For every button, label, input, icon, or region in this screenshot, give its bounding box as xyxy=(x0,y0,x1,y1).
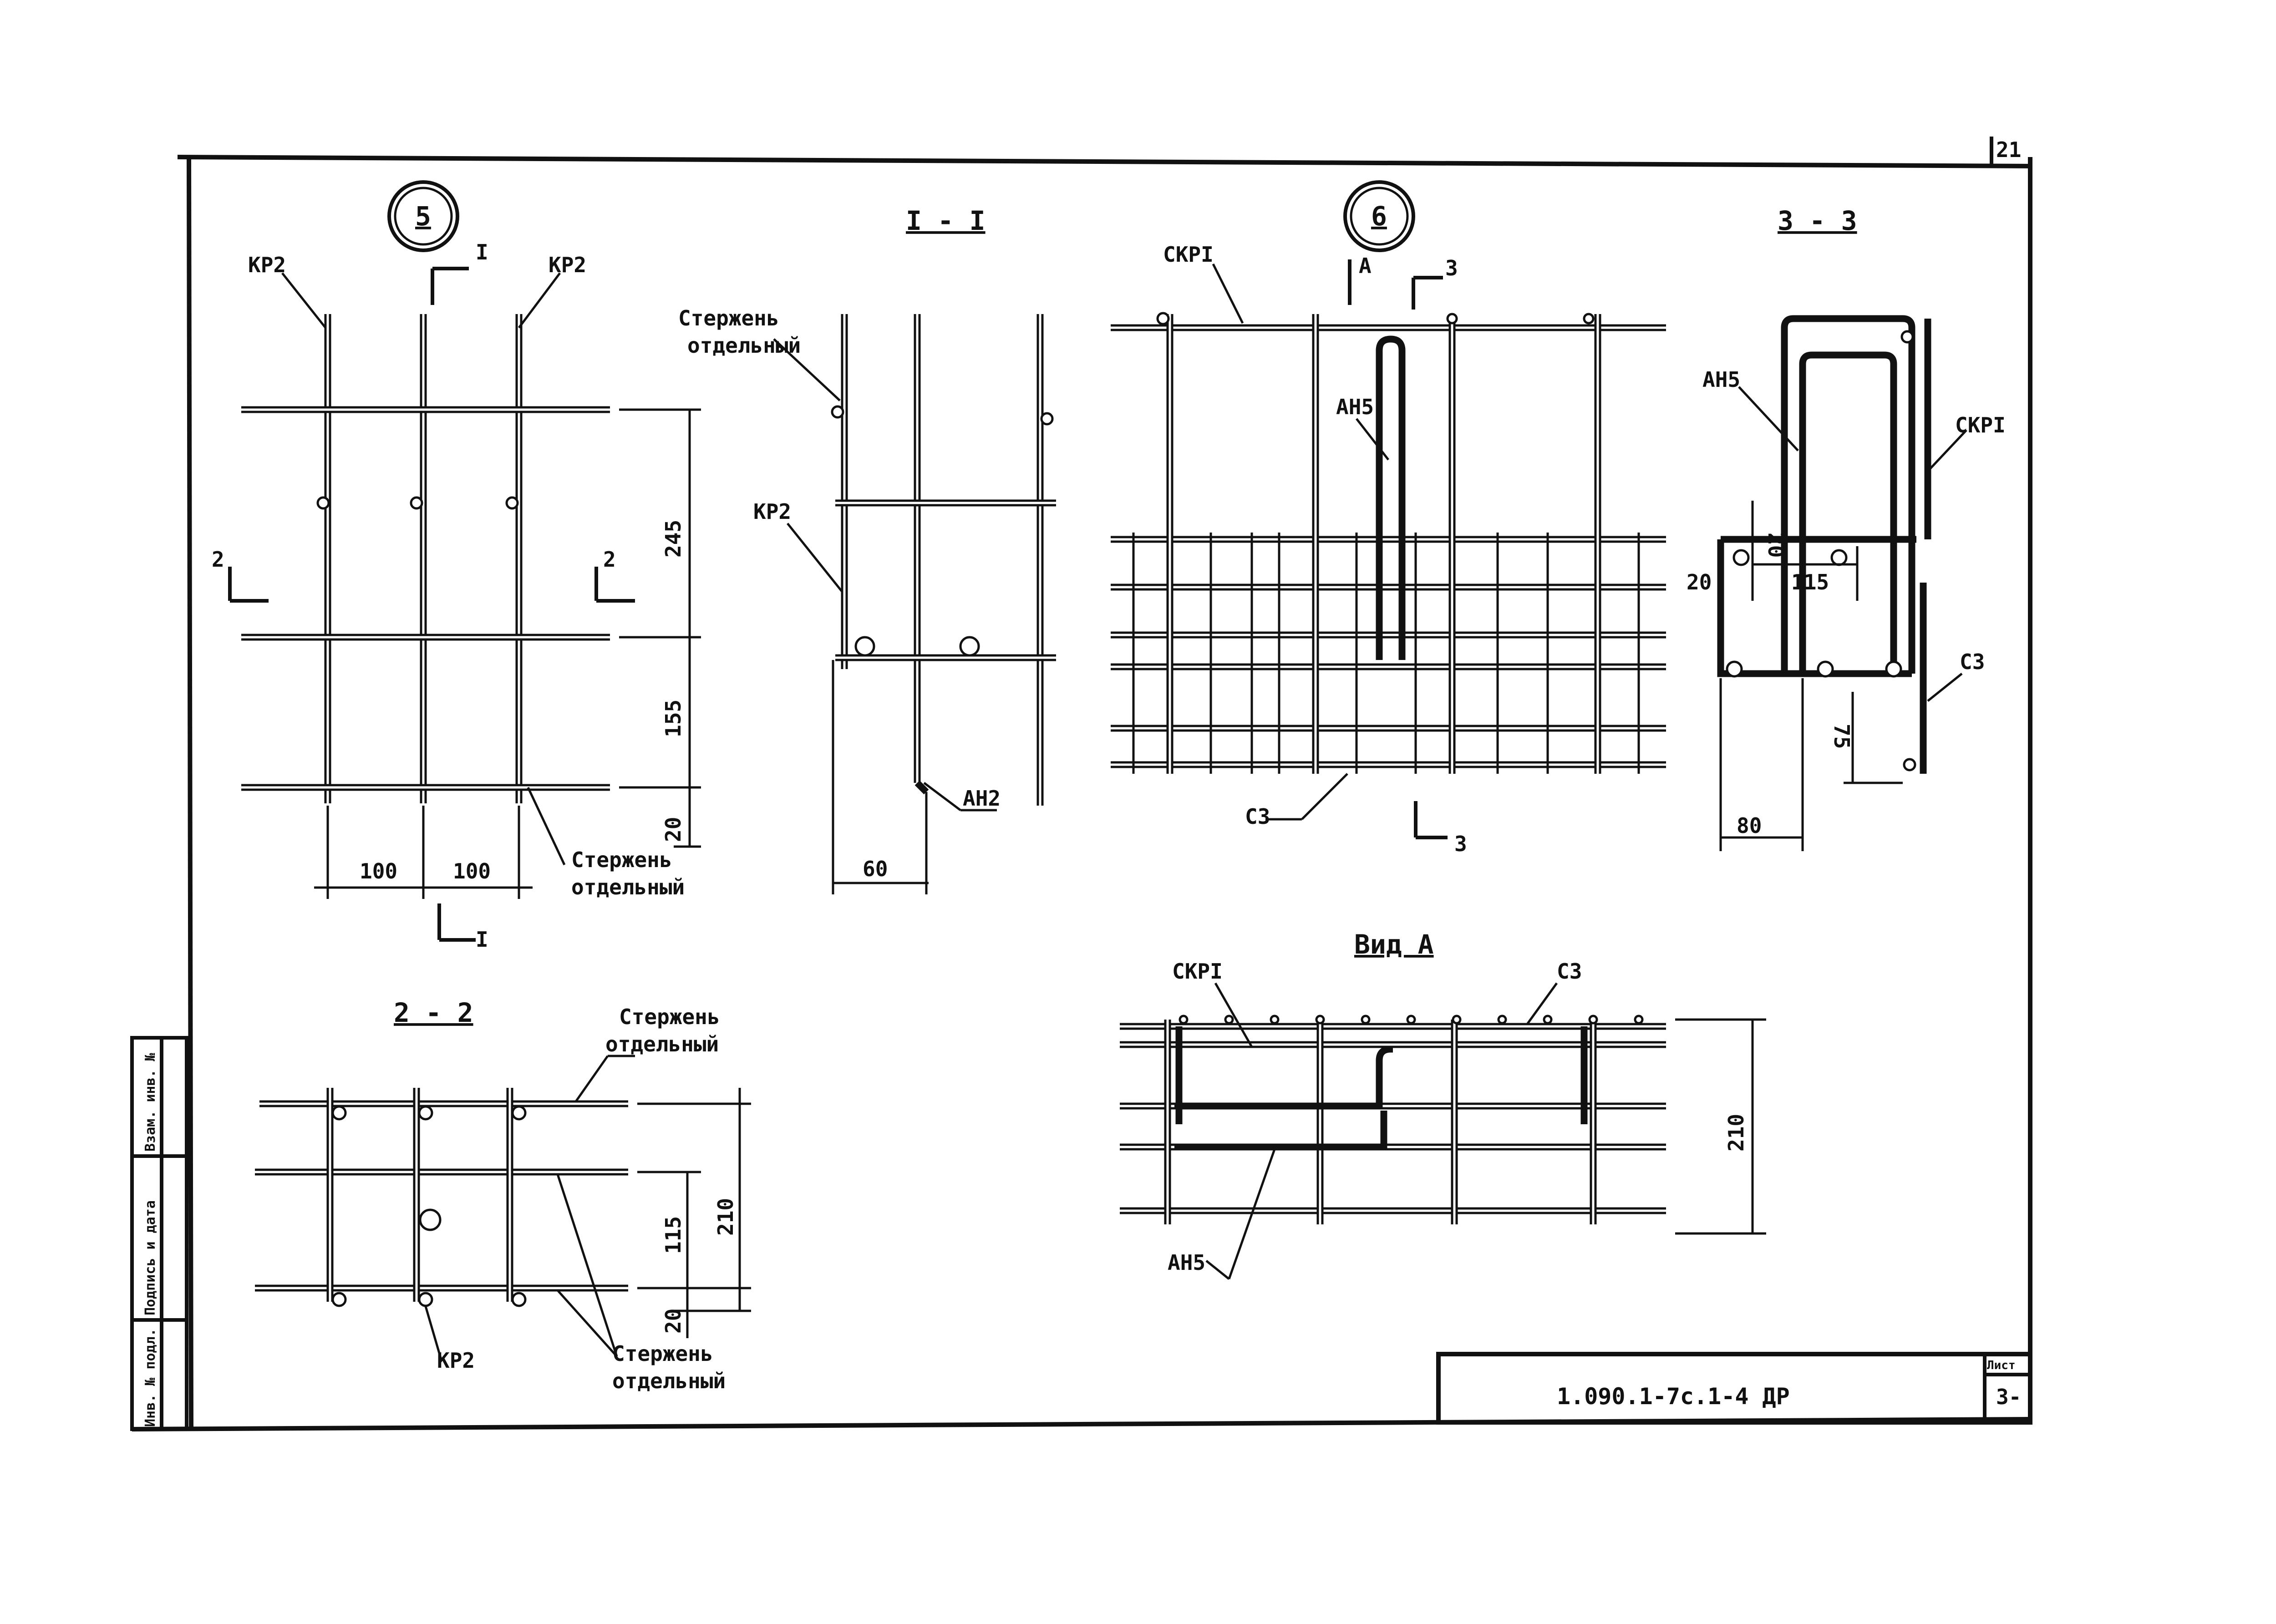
node-6-view-arrow: А xyxy=(1359,254,1372,278)
section-2-2-dim-210: 210 xyxy=(713,1198,738,1236)
node-5-drawing xyxy=(228,180,701,942)
view-a-title: Вид А xyxy=(1354,929,1434,960)
stamp-vzam-inv: Взам. инв. № xyxy=(142,1052,158,1152)
node-5-dim-245: 245 xyxy=(661,520,686,558)
section-3-3-dim-80: 80 xyxy=(1737,813,1762,838)
node-6-cut-3-top: 3 xyxy=(1445,256,1458,280)
section-3-3-dim-20a: 20 xyxy=(1763,533,1788,558)
node-5-dim-155: 155 xyxy=(661,700,686,737)
section-3-3-dim-75: 75 xyxy=(1829,724,1854,749)
node-5-rod-label-1: Стержень xyxy=(571,848,672,872)
section-3-3-dim-115: 115 xyxy=(1791,570,1829,594)
section-3-3-label-skr: СКРI xyxy=(1955,413,2006,437)
view-a-label-ah5: АН5 xyxy=(1168,1250,1205,1275)
stamp-inv-podl: Инв. № подл. xyxy=(142,1328,158,1427)
section-2-2-rod-bottom-1: Стержень xyxy=(612,1341,713,1366)
node-5-cut-2-left: 2 xyxy=(212,547,224,572)
section-3-3-dim-20b: 20 xyxy=(1687,570,1712,594)
side-stamp: Инв. № подл. Подпись и дата Взам. инв. № xyxy=(130,1036,188,1431)
section-2-2-rod-top-1: Стержень xyxy=(619,1005,720,1029)
node-5-dim-20: 20 xyxy=(661,817,686,842)
section-1-1-rod-label-1: Стержень xyxy=(678,306,779,330)
section-2-2-title: 2 - 2 xyxy=(394,997,473,1028)
view-a-drawing xyxy=(1120,982,1766,1280)
sheet-number: 3- xyxy=(1996,1385,2021,1409)
section-2-2-rod-bottom-2: отдельный xyxy=(612,1369,726,1393)
node-5-cut-I-bottom: I xyxy=(476,927,488,952)
section-1-1-drawing xyxy=(773,314,1056,894)
section-2-2-rod-top-2: отдельный xyxy=(605,1032,719,1056)
node-5-label-kr2-left: КР2 xyxy=(248,253,286,277)
section-1-1-dim-60: 60 xyxy=(863,857,888,881)
node-6-cut-3-bottom: 3 xyxy=(1454,832,1467,856)
section-2-2-dim-20: 20 xyxy=(661,1309,686,1334)
node-5-label-kr2-right: КР2 xyxy=(549,253,586,277)
drawing-designation: 1.090.1-7c.1-4 ДР xyxy=(1557,1383,1790,1410)
node-5-marker-circle xyxy=(387,180,459,252)
node-5-cut-I-top: I xyxy=(476,240,488,264)
section-3-3-label-c3: С3 xyxy=(1960,650,1985,674)
section-1-1-title: I - I xyxy=(906,205,986,236)
node-5-rod-label-2: отдельный xyxy=(571,875,685,899)
node-5-cut-2-right: 2 xyxy=(603,547,616,572)
page-number: 21 xyxy=(1996,137,2021,162)
view-a-dim-210: 210 xyxy=(1724,1114,1748,1152)
title-block xyxy=(1436,1352,2032,1425)
node-6-label-skr: СКРI xyxy=(1163,242,1214,267)
section-3-3-title: 3 - 3 xyxy=(1778,205,1857,236)
node-5-dim-pitch-1: 100 xyxy=(360,859,397,883)
section-3-3-drawing xyxy=(1717,315,1967,851)
section-2-2-dim-115: 115 xyxy=(661,1216,686,1254)
section-1-1-rod-label-2: отдельный xyxy=(687,333,801,358)
section-2-2-drawing xyxy=(255,1055,751,1361)
sheet-label: Лист xyxy=(1987,1359,2016,1372)
stamp-signature-date: Подпись и дата xyxy=(142,1200,158,1315)
node-6-marker-text: 6 xyxy=(1371,201,1387,232)
node-6-label-c3: С3 xyxy=(1245,804,1270,829)
section-1-1-label-ah2: АН2 xyxy=(963,786,1001,811)
section-3-3-label-ah5: АН5 xyxy=(1702,367,1740,392)
section-2-2-label-kr2: КР2 xyxy=(437,1348,475,1373)
view-a-label-skr: СКРI xyxy=(1172,959,1223,984)
section-1-1-label-kr2: КР2 xyxy=(753,499,791,524)
node-6-drawing xyxy=(1111,180,1666,839)
node-5-dim-pitch-2: 100 xyxy=(453,859,491,883)
view-a-label-c3: С3 xyxy=(1557,959,1582,984)
node-6-marker-circle xyxy=(1343,180,1415,252)
node-5-marker-text: 5 xyxy=(415,201,431,232)
node-6-label-ah5: АН5 xyxy=(1336,395,1374,419)
